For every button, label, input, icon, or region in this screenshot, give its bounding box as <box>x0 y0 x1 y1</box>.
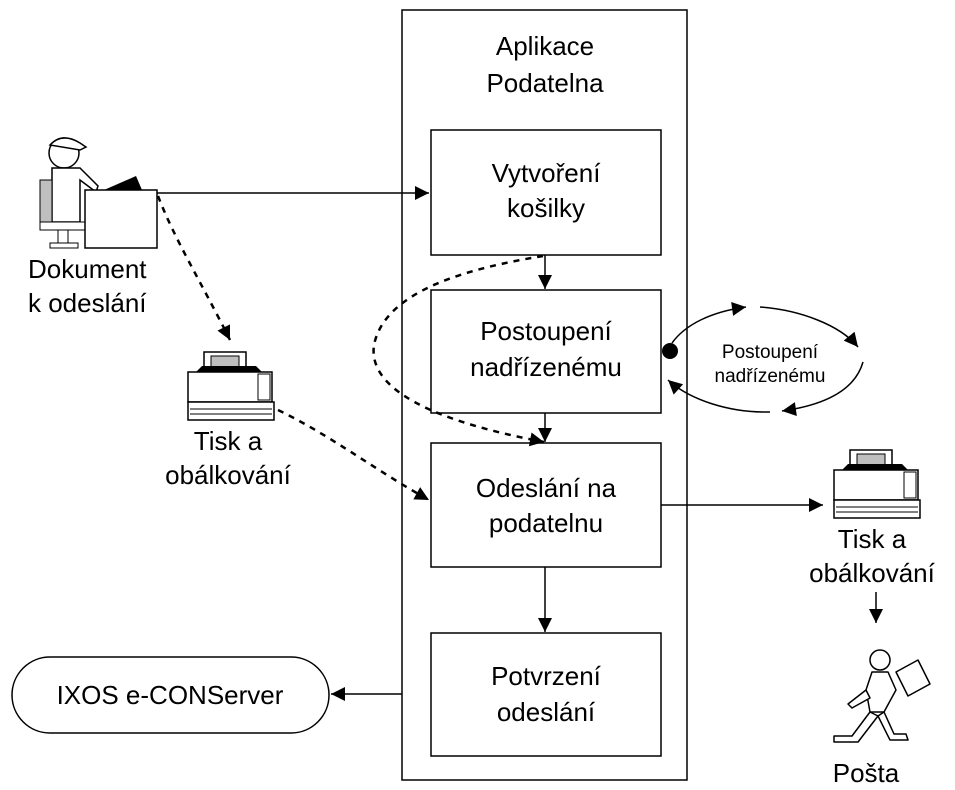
print-left-label-line2: obálkování <box>165 460 292 490</box>
step-box-potvrzeni <box>430 632 662 757</box>
loop-label-line2: nadřízenému <box>715 366 826 387</box>
dashed-bypass-arrow <box>372 254 545 447</box>
post-label: Pošta <box>833 758 900 788</box>
printer-icon <box>187 351 275 421</box>
step-label: Potvrzení <box>491 661 602 691</box>
app-container <box>401 9 688 781</box>
step-label: Postoupení <box>480 316 612 346</box>
dashed-arrow-print-to-step3 <box>277 408 430 502</box>
loop-start-dot <box>662 343 678 359</box>
step-label: odeslání <box>497 697 596 727</box>
step-box-postoupeni <box>430 289 662 414</box>
app-title-line1: Aplikace <box>496 31 594 61</box>
dashed-arrow-document-to-print <box>156 195 232 341</box>
document-label-line1: Dokument <box>28 254 147 284</box>
server-label: IXOS e-CONServer <box>57 680 284 710</box>
app-title-line2: Podatelna <box>486 68 604 98</box>
ixos-server-node <box>11 656 330 734</box>
step-label: Vytvoření <box>492 158 602 188</box>
step-label: Odeslání na <box>476 473 617 503</box>
running-mailman-icon <box>833 649 931 743</box>
loop-arrow-bottom-right <box>781 361 864 416</box>
printer-icon <box>833 449 921 519</box>
print-right-label-line2: obálkování <box>809 558 936 588</box>
print-left-label-line1: Tisk a <box>194 426 263 456</box>
loop-arrow-top-right <box>759 306 859 348</box>
loop-arrow-bottom-left <box>667 379 771 413</box>
step-label: nadřízenému <box>470 352 622 382</box>
step-box-odeslani <box>430 442 662 568</box>
person-at-computer-icon <box>39 137 158 249</box>
print-right-label-line1: Tisk a <box>838 524 907 554</box>
step-label: podatelnu <box>489 508 603 538</box>
step-box-vytvoreni <box>430 129 662 256</box>
step-label: košilky <box>507 193 585 223</box>
loop-arrow-top-left <box>671 301 747 344</box>
loop-label-line1: Postoupení <box>722 342 819 363</box>
document-label-line2: k odeslání <box>28 288 147 318</box>
